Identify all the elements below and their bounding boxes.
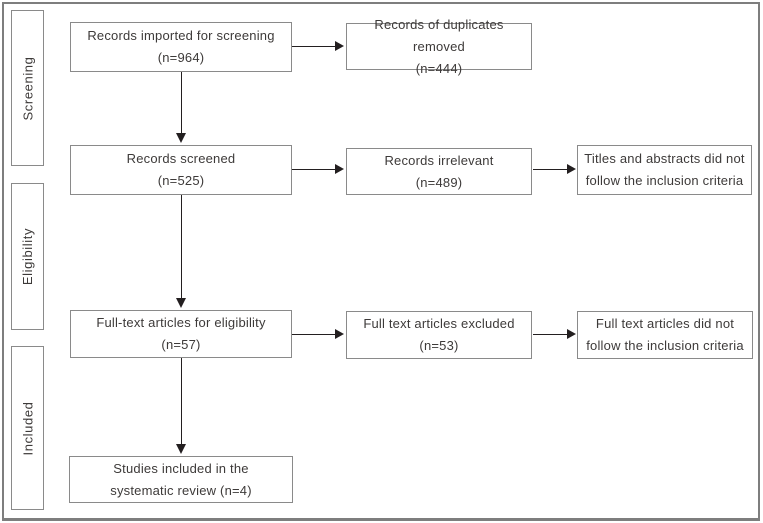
box-fulltext-note: Full text articles did not follow the in… [577, 311, 753, 359]
box-line: Titles and abstracts did not [584, 151, 745, 166]
box-count: (n=57) [161, 337, 201, 352]
arrowhead-right-icon [335, 41, 344, 51]
box-line: Full text articles did not [595, 316, 735, 331]
box-line: Records screened [126, 151, 236, 166]
arrowhead-down-icon [176, 444, 186, 454]
box-records-imported: Records imported for screening (n=964) [70, 22, 292, 72]
box-count: (n=444) [415, 60, 463, 76]
box-records-irrelevant: Records irrelevant (n=489) [346, 148, 532, 195]
box-fulltext-eligibility: Full-text articles for eligibility (n=57… [70, 310, 292, 358]
box-line: Records of duplicates removed [374, 16, 504, 54]
box-line: systematic review (n=4) [110, 482, 252, 498]
box-count: (n=53) [419, 338, 459, 353]
stage-label-eligibility: Eligibility [20, 227, 36, 286]
box-line: Studies included in the [113, 460, 249, 476]
box-titles-abstracts-note: Titles and abstracts did not follow the … [577, 145, 752, 195]
box-fulltext-excluded: Full text articles excluded (n=53) [346, 311, 532, 359]
box-line: Full text articles excluded [363, 316, 515, 331]
box-count: (n=964) [157, 50, 205, 65]
box-line: Records imported for screening [87, 28, 275, 43]
stage-box-included: Included [11, 346, 44, 510]
stage-box-eligibility: Eligibility [11, 183, 44, 330]
stage-label-screening: Screening [20, 56, 36, 120]
arrowhead-right-icon [567, 164, 576, 174]
box-count: (n=525) [157, 173, 205, 188]
arrowhead-right-icon [567, 329, 576, 339]
stage-box-screening: Screening [11, 10, 44, 166]
arrowhead-right-icon [335, 329, 344, 339]
stage-label-included: Included [20, 401, 36, 455]
box-line: follow the inclusion criteria [585, 173, 744, 188]
box-studies-included: Studies included in the systematic revie… [69, 456, 293, 503]
box-line: Records irrelevant [384, 152, 494, 168]
box-records-screened: Records screened (n=525) [70, 145, 292, 195]
arrowhead-down-icon [176, 298, 186, 308]
arrowhead-down-icon [176, 133, 186, 143]
box-line: follow the inclusion criteria [586, 338, 744, 353]
arrowhead-right-icon [335, 164, 344, 174]
box-line: Full-text articles for eligibility [96, 315, 266, 330]
box-count: (n=489) [415, 174, 463, 190]
box-duplicates-removed: Records of duplicates removed (n=444) [346, 17, 532, 76]
